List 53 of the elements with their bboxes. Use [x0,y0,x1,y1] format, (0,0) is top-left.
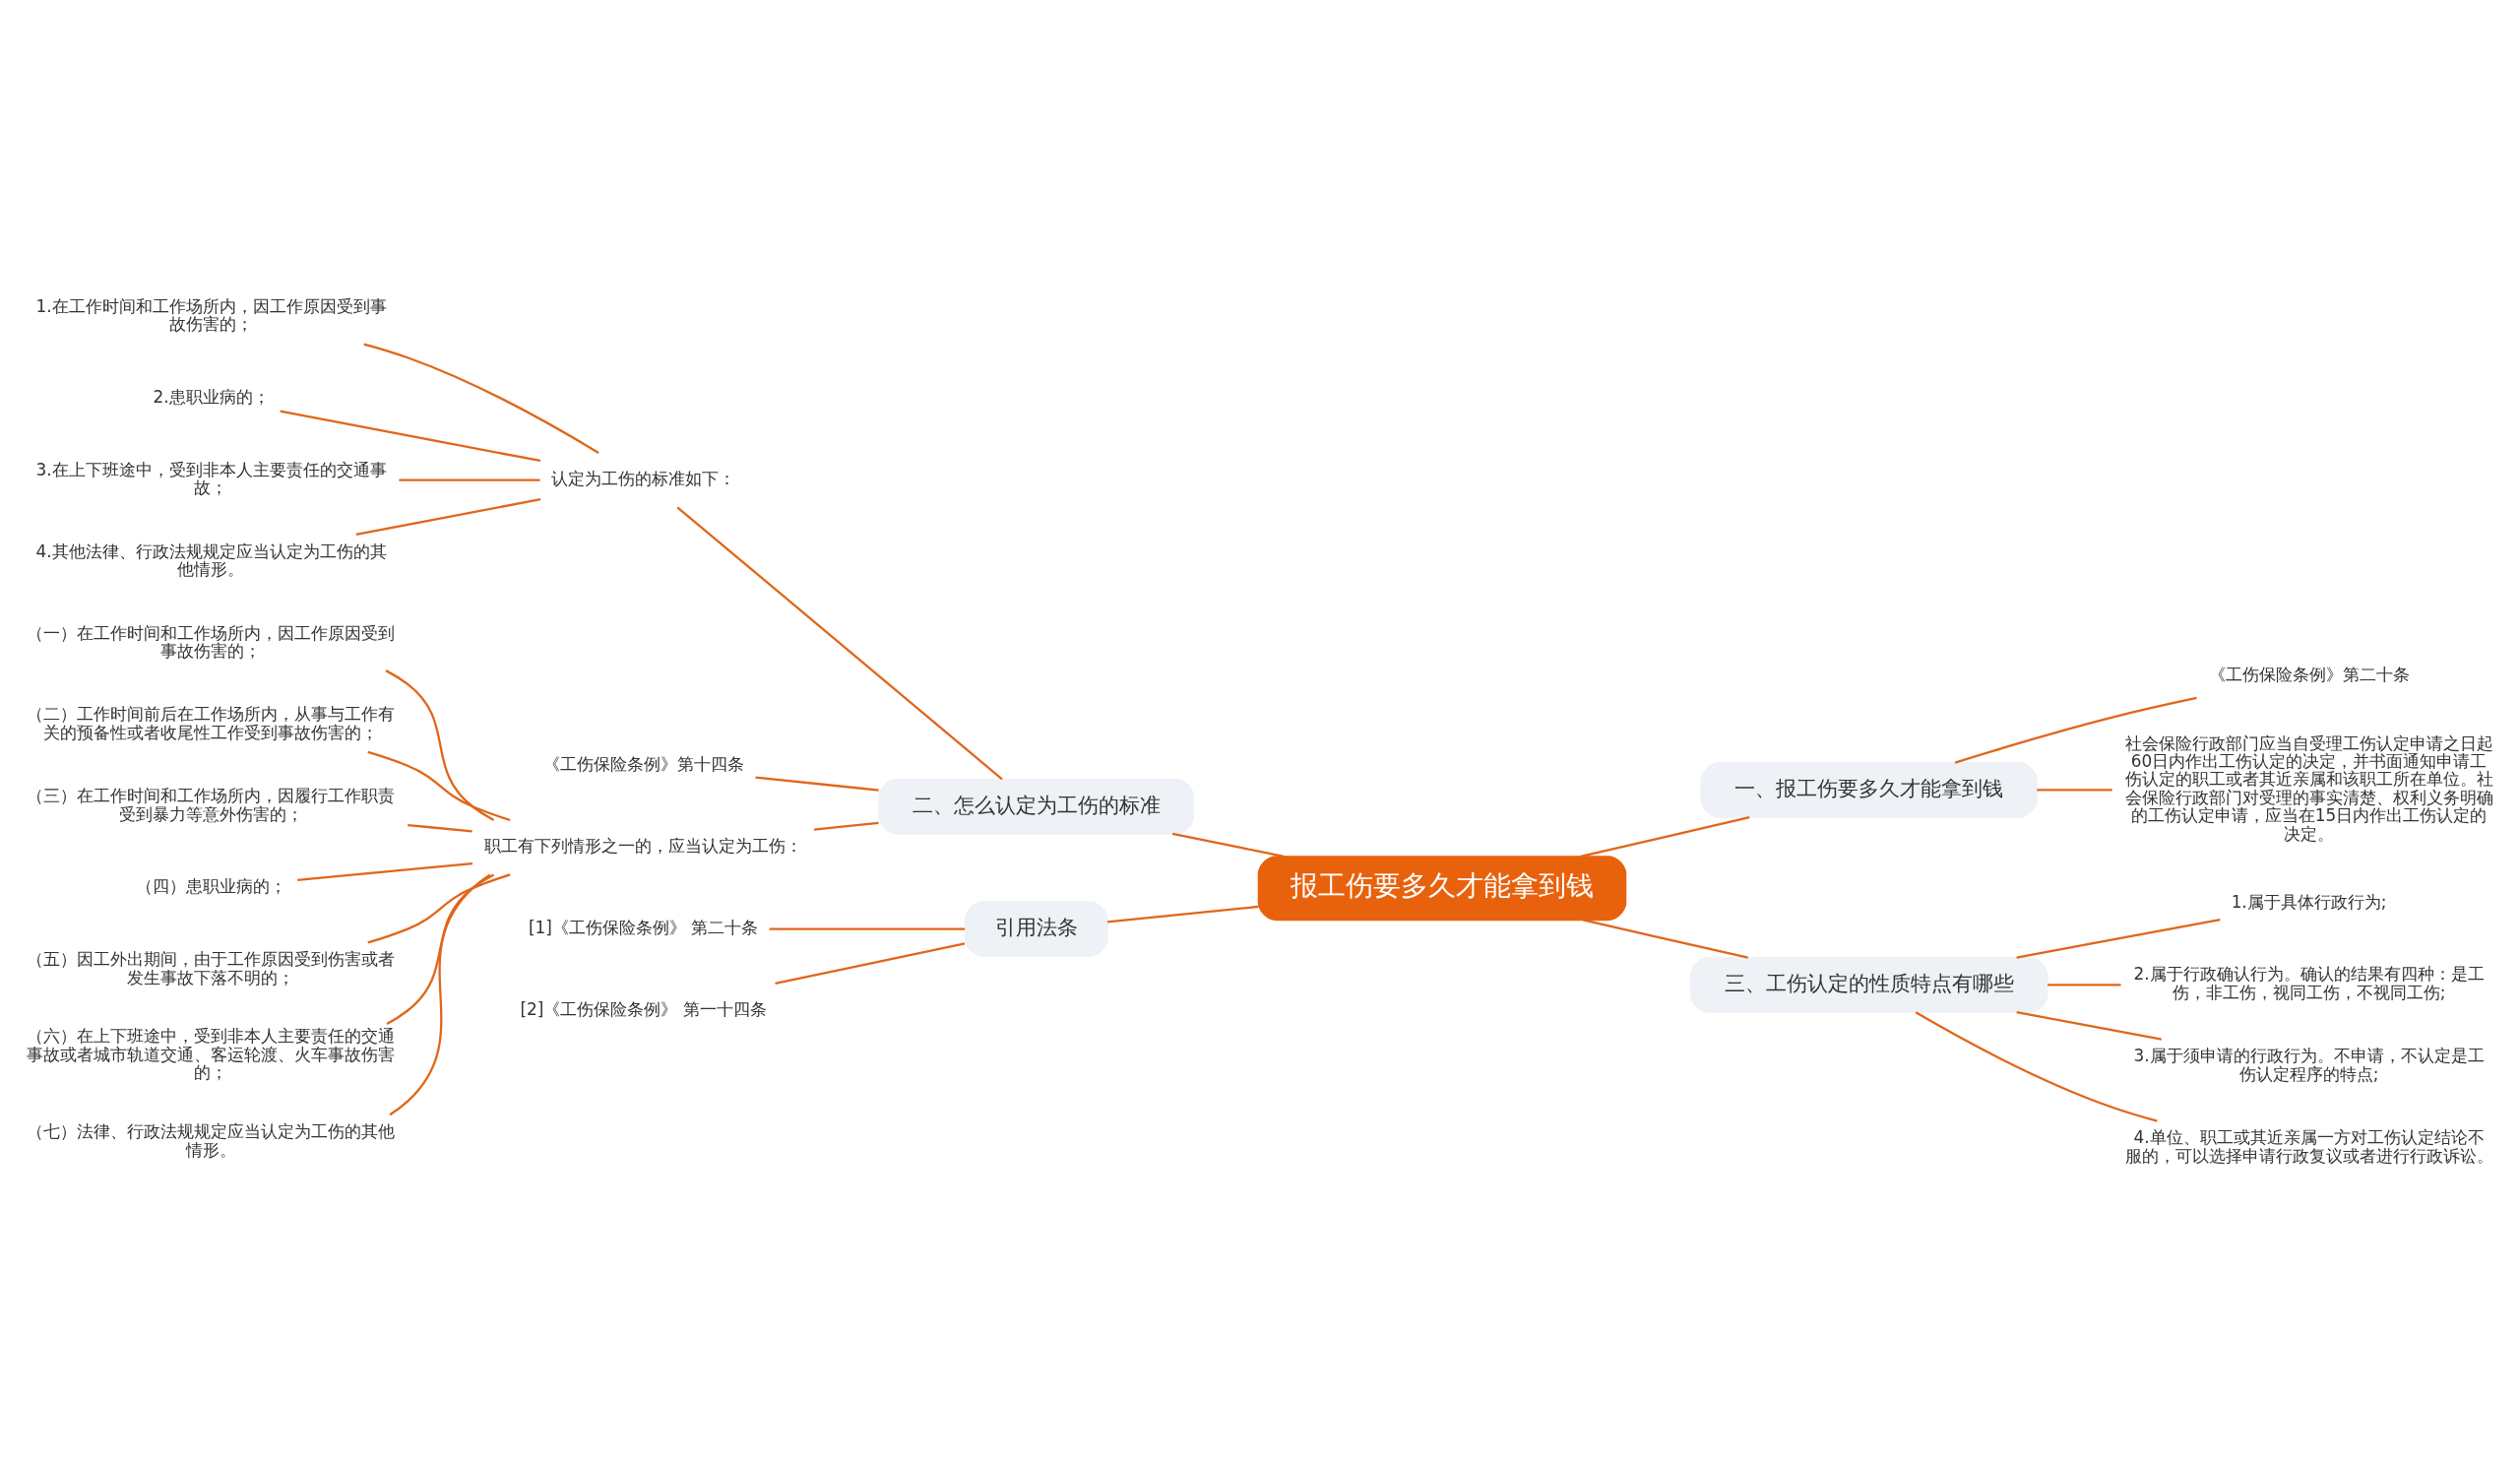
node-text: （三）在工作时间和工作场所内，因履行工作职责受到暴力等意外伤害的； [27,785,396,824]
connector [389,872,491,1115]
node-text: [1]《工伤保险条例》 第二十条 [528,917,759,937]
connector [297,861,473,881]
connector [280,410,541,462]
node-text: 4.单位、职工或其近亲属一方对工伤认定结论不服的，可以选择申请行政复议或者进行行政诉讼。 [2124,1126,2493,1166]
node-text: 3.属于须申请的行政行为。不申请，不认定是工伤认定程序的特点; [2133,1045,2485,1084]
node-text: 职工有下列情形之一的，应当认定为工伤： [484,835,803,856]
node-text: （四）患职业病的； [135,875,286,896]
node-text: 2.属于行政确认行为。确认的结果有四种：是工伤，非工伤，视同工伤，不视同工伤; [2133,963,2485,1002]
connector [367,750,511,821]
connector [1582,918,1748,959]
connector [755,775,879,792]
connector [769,926,966,930]
connector [355,497,541,536]
connector [399,477,540,481]
connector [2048,983,2121,987]
node-text: （七）法律、行政法规规定应当认定为工伤的其他情形。 [27,1120,396,1160]
node-box: 报工伤要多久才能拿到钱 [1257,855,1627,921]
connector [2037,788,2112,791]
node-text: （二）工作时间前后在工作场所内，从事与工作有关的预备性或者收尾性工作受到事故伤害的； [27,703,396,742]
connector [1580,815,1750,858]
node-text: （五）因工外出期间，由于工作原因受到伤害或者发生事故下落不明的； [27,948,396,987]
connector [385,668,495,821]
connector [367,872,511,943]
node-box: 二、怎么认定为工伤的标准 [878,778,1195,835]
node-text: 《工伤保险条例》第十四条 [542,753,744,774]
node-text: 认定为工伤的标准如下： [551,468,736,488]
node-text: （六）在上下班途中，受到非本人主要责任的交通事故或者城市轨道交通、客运轮渡、火车事故伤害的； [27,1025,396,1082]
connector [775,941,966,985]
node-text: 1.在工作时间和工作场所内，因工作原因受到事故伤害的； [35,295,387,334]
connector [2016,1010,2162,1041]
connector [814,821,879,831]
connector [386,872,495,1025]
node-text: 3.在上下班途中，受到非本人主要责任的交通事故； [35,459,387,497]
node-text: 社会保险行政部门应当自受理工伤认定申请之日起60日内作出工伤认定的决定，并书面通知申请工伤认定的职工或者其近亲属和该职工所在单位。社会保险行政部门对受理的事实清楚、权利义务明确的工伤认定申请，应当在15日内作出工伤认定的决定。 [2124,732,2493,844]
node-text: 1.属于具体行政行为; [2231,891,2387,912]
connector [1171,832,1285,858]
connector [1954,696,2197,764]
node-box: 引用法条 [964,900,1108,957]
connector [408,823,472,832]
connector [2016,918,2221,959]
connector [676,505,1003,780]
connector [1915,1010,2158,1122]
node-box: 一、报工伤要多久才能拿到钱 [1700,761,2038,818]
node-text: [2]《工伤保险条例》 第一十四条 [520,998,767,1019]
node-text: 2.患职业病的； [153,386,270,407]
node-box: 三、工伤认定的性质特点有哪些 [1689,956,2048,1013]
node-text: 《工伤保险条例》第二十条 [2208,664,2410,684]
connector [1107,905,1259,923]
node-text: （一）在工作时间和工作场所内，因工作原因受到事故伤害的； [27,622,396,661]
connector [363,342,599,454]
node-text: 4.其他法律、行政法规规定应当认定为工伤的其他情形。 [35,541,387,579]
